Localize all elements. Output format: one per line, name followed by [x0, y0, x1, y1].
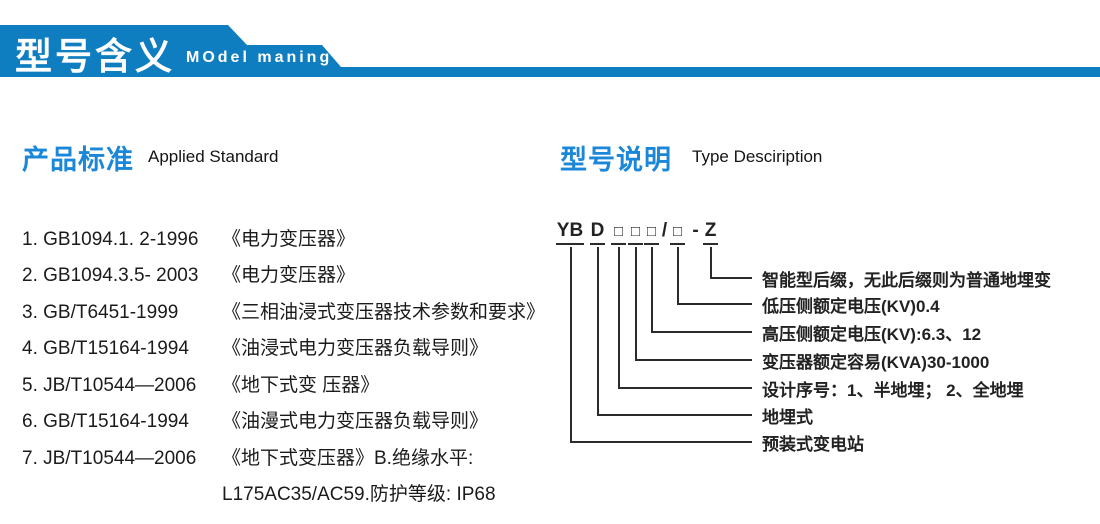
- branch-label-buried-type: 地埋式: [762, 408, 813, 427]
- model-code-dash: -: [692, 220, 699, 241]
- standard-title: 《油浸式电力变压器负载导则》: [222, 338, 489, 359]
- model-code-slash: /: [661, 220, 668, 241]
- page-title: 型号含义: [15, 36, 175, 77]
- banner-polygon: [0, 25, 1100, 77]
- branch-line-box3: [651, 247, 653, 331]
- standard-code: 2. GB1094.3.5- 2003: [22, 265, 199, 286]
- branch-line-yb: [570, 441, 752, 443]
- standard-item: 2. GB1094.3.5- 2003 《电力变压器》: [22, 260, 355, 287]
- standard-item: 7. JB/T10544—2006 《地下式变压器》B.绝缘水平:: [22, 443, 473, 470]
- standard-title: 《三相油浸式变压器技术参数和要求》: [222, 302, 546, 323]
- standard-continuation: L175AC35/AC59.防护等级: IP68: [222, 484, 496, 505]
- branch-label-prefab-substation: 预装式变电站: [762, 435, 864, 454]
- standards-heading-en: Applied Standard: [148, 147, 279, 166]
- standard-item: 5. JB/T10544—2006 《地下式变 压器》: [22, 370, 379, 397]
- standard-code: 3. GB/T6451-1999: [22, 302, 179, 323]
- branch-label-hv-voltage: 高压侧额定电压(KV):6.3、12: [762, 325, 982, 344]
- model-code-segment-box1: □: [611, 219, 626, 245]
- standard-item: 6. GB/T15164-1994 《油漫式电力变压器负载导则》: [22, 406, 488, 433]
- standard-title: 《电力变压器》: [222, 229, 356, 250]
- branch-line-box3: [651, 331, 752, 333]
- standard-item: 3. GB/T6451-1999 《三相油浸式变压器技术参数和要求》: [22, 297, 545, 324]
- standard-item: 4. GB/T15164-1994 《油浸式电力变压器负载导则》: [22, 333, 488, 360]
- header-banner-shape: [0, 25, 1100, 77]
- branch-label-smart-suffix: 智能型后缀，无此后缀则为普通地埋变: [762, 271, 1051, 290]
- branch-line-yb: [570, 247, 572, 441]
- standard-code: 1. GB1094.1. 2-1996: [22, 229, 199, 250]
- branch-line-z: [710, 277, 752, 279]
- model-code-segment-z: Z: [703, 219, 718, 245]
- standard-title: 《地下式变压器》B.绝缘水平:: [222, 448, 474, 469]
- branch-label-design-serial: 设计序号：1、半地埋； 2、全地埋: [762, 381, 1024, 400]
- model-code-segment-box2: □: [628, 219, 643, 245]
- standard-code: 5. JB/T10544—2006: [22, 375, 197, 396]
- page-subtitle: MOdel maning: [186, 49, 333, 66]
- branch-line-box1: [618, 387, 752, 389]
- model-code-segment-yb: YB: [556, 219, 584, 245]
- standard-title: 《电力变压器》: [222, 265, 356, 286]
- branch-line-z: [710, 247, 712, 277]
- branch-line-box4: [677, 303, 752, 305]
- standard-title: 《地下式变 压器》: [222, 375, 380, 396]
- standard-title: 《油漫式电力变压器负载导则》: [222, 411, 489, 432]
- branch-label-rated-capacity: 变压器额定容易(KVA)30-1000: [762, 353, 990, 372]
- branch-line-box2: [635, 247, 637, 359]
- standard-code: 7. JB/T10544—2006: [22, 448, 197, 469]
- model-code-segment-box3: □: [644, 219, 659, 245]
- branch-line-d: [597, 414, 752, 416]
- standard-item: 1. GB1094.1. 2-1996 《电力变压器》: [22, 224, 355, 251]
- type-desc-heading-en: Type Desciription: [692, 147, 823, 166]
- type-desc-heading-cn: 型号说明: [560, 145, 672, 175]
- standard-code: 6. GB/T15164-1994: [22, 411, 189, 432]
- model-code-segment-d: D: [590, 219, 605, 245]
- branch-line-box2: [635, 359, 752, 361]
- branch-label-lv-voltage: 低压侧额定电压(KV)0.4: [762, 297, 940, 316]
- model-code-segment-box4: □: [670, 219, 685, 245]
- branch-line-box4: [677, 247, 679, 303]
- branch-line-box1: [618, 247, 620, 387]
- branch-line-d: [597, 247, 599, 414]
- standard-code: 4. GB/T15164-1994: [22, 338, 189, 359]
- standards-heading-cn: 产品标准: [22, 145, 134, 175]
